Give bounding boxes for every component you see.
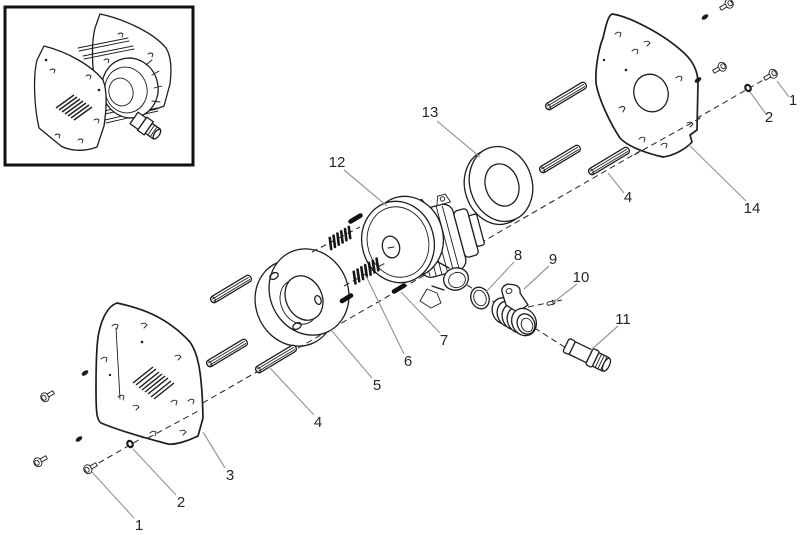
callout-1-upper: 1 — [789, 92, 797, 109]
callout-6: 6 — [404, 353, 412, 370]
callout-14: 14 — [744, 200, 761, 217]
centerline-pin — [527, 299, 563, 308]
part-hose-fitting — [562, 338, 612, 372]
part-washer — [694, 77, 702, 83]
callout-5: 5 — [373, 377, 381, 394]
callouts: 1 2 3 4 5 6 7 8 9 10 11 12 13 1 2 4 14 — [135, 92, 797, 534]
part-screw — [83, 462, 98, 475]
leader-lines — [91, 80, 790, 519]
inset-vent-louvers — [55, 94, 93, 121]
callout-2-upper: 2 — [765, 109, 773, 126]
part-setscrew — [391, 283, 407, 294]
inset-assembled-view — [3, 5, 195, 167]
callout-7: 7 — [440, 332, 448, 349]
part-screw — [40, 390, 55, 403]
callout-1-lower: 1 — [135, 517, 143, 534]
callout-8: 8 — [514, 247, 522, 264]
part-standoff-rod — [587, 146, 631, 176]
part-cam-coupler — [491, 283, 538, 337]
part-gasket — [463, 145, 534, 226]
part-washer — [75, 436, 83, 442]
part-washer — [744, 83, 752, 93]
part-standoff-rod — [205, 338, 249, 368]
part-setscrew — [348, 213, 363, 224]
coupler-lever — [501, 283, 529, 313]
callout-11: 11 — [615, 311, 631, 328]
callout-10: 10 — [573, 269, 590, 286]
part-standoff-rod — [209, 274, 253, 304]
part-screw — [763, 68, 778, 81]
part-spring — [328, 225, 352, 251]
turbine-bracket — [419, 288, 442, 309]
centerline-over-rear-plate — [633, 115, 705, 156]
part-washer — [701, 14, 709, 20]
turbine-hub — [381, 235, 401, 259]
part-screw — [712, 61, 727, 74]
callout-4-upper: 4 — [624, 189, 632, 206]
callout-3: 3 — [226, 467, 234, 484]
vent-louvers — [132, 366, 175, 400]
part-o-ring — [470, 286, 490, 310]
part-setscrew — [339, 293, 354, 304]
callout-4-lower: 4 — [314, 414, 322, 431]
callout-13: 13 — [422, 104, 439, 121]
part-standoff-rod — [544, 81, 588, 111]
part-turbine — [360, 193, 485, 309]
part-standoff-rod — [538, 144, 582, 174]
part-rear-plate — [595, 13, 699, 158]
part-screw — [719, 0, 734, 11]
callout-9: 9 — [549, 251, 557, 268]
part-spacer-ring — [254, 248, 350, 347]
part-screw — [33, 455, 48, 468]
callout-2-lower: 2 — [177, 494, 185, 511]
callout-12: 12 — [329, 154, 346, 171]
part-small-pin — [546, 299, 556, 306]
part-standoff-rod — [254, 344, 298, 374]
centerline-spring-a — [311, 226, 361, 253]
part-front-plate — [95, 302, 204, 445]
part-spring — [352, 257, 380, 285]
part-washer — [81, 370, 89, 376]
part-washer — [126, 439, 134, 449]
